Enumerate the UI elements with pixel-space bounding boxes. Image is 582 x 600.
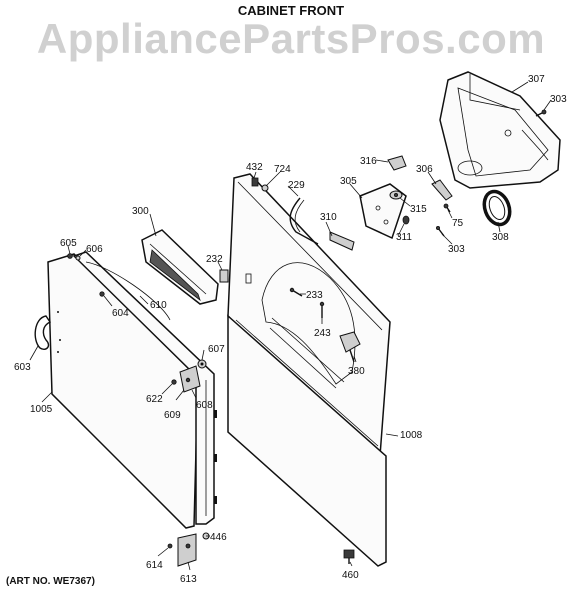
label-229: 229 bbox=[288, 180, 305, 191]
harness-229 bbox=[289, 197, 319, 245]
label-607: 607 bbox=[208, 344, 225, 355]
label-303b: 303 bbox=[448, 244, 465, 255]
label-460: 460 bbox=[342, 570, 359, 581]
label-305: 305 bbox=[340, 176, 357, 187]
label-316: 316 bbox=[360, 156, 377, 167]
part-labels: 307 303 316 306 305 315 75 308 310 311 3… bbox=[14, 74, 567, 585]
label-446: 446 bbox=[210, 532, 227, 543]
screw-75 bbox=[443, 203, 451, 213]
part-607 bbox=[197, 359, 207, 369]
part-724 bbox=[261, 184, 269, 192]
front-panel bbox=[227, 173, 391, 567]
label-308: 308 bbox=[492, 232, 509, 243]
label-300: 300 bbox=[132, 206, 149, 217]
label-243: 243 bbox=[314, 328, 331, 339]
label-613: 613 bbox=[180, 574, 197, 585]
part-606 bbox=[75, 255, 81, 261]
switch-380 bbox=[339, 331, 361, 363]
latch-assembly bbox=[171, 365, 201, 393]
bracket-310 bbox=[329, 231, 355, 251]
screw-303a bbox=[535, 109, 547, 117]
label-605: 605 bbox=[60, 238, 77, 249]
label-610: 610 bbox=[150, 300, 167, 311]
control-panel-housing bbox=[439, 71, 561, 189]
leveling-leg-460 bbox=[343, 549, 355, 564]
clip-306 bbox=[431, 179, 453, 201]
label-311: 311 bbox=[396, 232, 412, 243]
label-606: 606 bbox=[86, 244, 103, 255]
label-603: 603 bbox=[14, 362, 31, 373]
label-1005: 1005 bbox=[30, 404, 53, 415]
screw-233 bbox=[289, 287, 303, 297]
part-604 bbox=[99, 291, 105, 297]
part-432 bbox=[251, 177, 259, 187]
label-380: 380 bbox=[348, 366, 365, 377]
handle-603 bbox=[34, 315, 52, 350]
label-432: 432 bbox=[246, 162, 263, 173]
part-316 bbox=[387, 155, 407, 171]
hinge-assembly bbox=[167, 532, 210, 567]
label-310: 310 bbox=[320, 212, 337, 223]
screw-243 bbox=[319, 301, 325, 318]
label-307: 307 bbox=[528, 74, 545, 85]
label-724: 724 bbox=[274, 164, 291, 175]
label-233: 233 bbox=[306, 290, 323, 301]
dispenser-300 bbox=[141, 229, 219, 305]
part-605 bbox=[67, 253, 73, 259]
label-315: 315 bbox=[410, 204, 427, 215]
label-1008: 1008 bbox=[400, 430, 423, 441]
label-604: 604 bbox=[112, 308, 129, 319]
label-75: 75 bbox=[452, 218, 464, 229]
part-232 bbox=[219, 269, 229, 283]
art-number: (ART NO. WE7367) bbox=[6, 576, 95, 587]
watermark: AppliancePartsPros.com bbox=[36, 15, 546, 62]
part-315 bbox=[389, 190, 403, 200]
label-622: 622 bbox=[146, 394, 163, 405]
diagram-title: CABINET FRONT bbox=[237, 3, 345, 18]
part-311 bbox=[402, 215, 410, 225]
ring-308 bbox=[482, 189, 512, 227]
label-609: 609 bbox=[164, 410, 181, 421]
label-614: 614 bbox=[146, 560, 163, 571]
label-306: 306 bbox=[416, 164, 433, 175]
label-303a: 303 bbox=[550, 94, 567, 105]
label-232: 232 bbox=[206, 254, 223, 265]
label-608: 608 bbox=[196, 400, 213, 411]
leader-lines bbox=[29, 81, 552, 571]
door-panel bbox=[47, 251, 217, 529]
